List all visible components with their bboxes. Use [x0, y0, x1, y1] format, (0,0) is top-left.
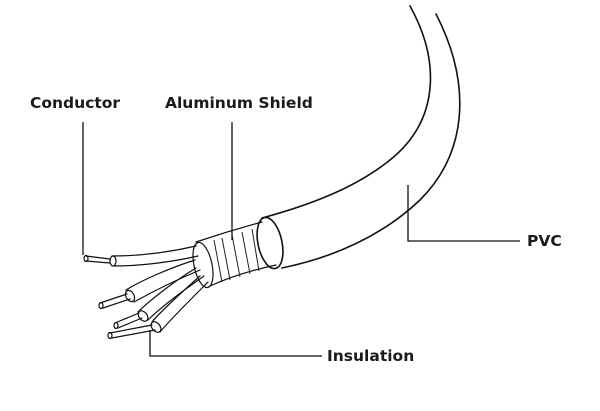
aluminum-shield	[192, 221, 277, 289]
label-insulation: Insulation	[327, 347, 414, 365]
insulation-leader	[149, 330, 322, 357]
label-conductor: Conductor	[30, 94, 120, 112]
pvc-jacket	[256, 5, 461, 270]
label-pvc: PVC	[527, 232, 562, 250]
insulated-conductors	[83, 245, 209, 340]
pvc-leader	[407, 185, 520, 242]
leader-lines	[82, 122, 520, 357]
label-aluminum-shield: Aluminum Shield	[165, 94, 313, 112]
